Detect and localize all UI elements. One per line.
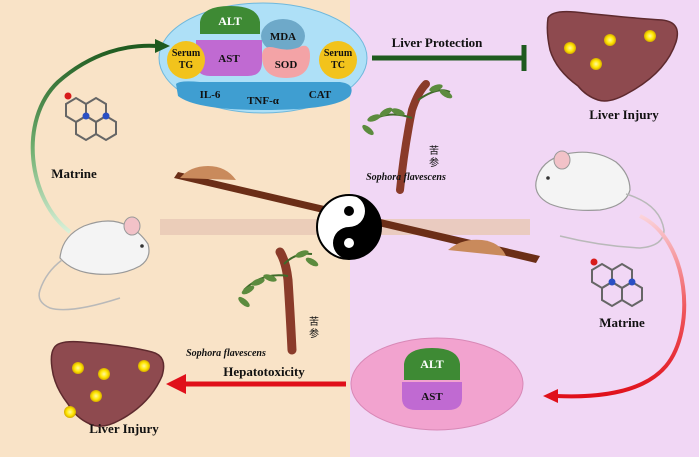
mouse-tail <box>559 193 665 249</box>
ast-bottom-shape <box>402 382 462 410</box>
kushen-char-2-right: 参 <box>429 156 439 169</box>
serum-tg-label-2: TG <box>179 60 194 71</box>
biomarker-panel: ALT AST MDA SOD Serum TG Serum TC IL-6 T… <box>158 2 368 114</box>
mouse-ear <box>553 150 571 170</box>
nitrogen-atom <box>102 112 110 120</box>
liver-injury-right-label: Liver Injury <box>589 107 659 122</box>
kushen-char-2-left: 参 <box>309 327 319 340</box>
mouse-ear <box>123 216 141 236</box>
ast-bottom-label: AST <box>421 391 443 403</box>
alt-shape <box>200 6 260 34</box>
liver-injury-left <box>50 340 165 427</box>
oxygen-atom <box>64 92 72 100</box>
kushen-char-1-right: 苦 <box>429 144 439 157</box>
matrine-left-label: Matrine <box>51 166 97 181</box>
mouse-body <box>59 220 150 275</box>
plant-leaf <box>379 107 393 117</box>
plant-root <box>275 247 297 355</box>
ast-label: AST <box>218 53 240 65</box>
sod-label: SOD <box>275 59 298 71</box>
mda-label: MDA <box>270 31 296 43</box>
nitrogen-atom <box>82 112 90 120</box>
plant-leaf <box>263 274 277 282</box>
liver-injury-right <box>546 10 679 102</box>
green-arrowhead <box>155 39 170 53</box>
plant-root <box>396 80 430 194</box>
mouse-eye <box>140 244 144 248</box>
red-arrowhead <box>543 389 558 403</box>
liver-protection-label: Liver Protection <box>392 35 484 50</box>
lesion-dot <box>64 406 76 418</box>
yin-yang-icon <box>316 194 382 260</box>
powder-pile-right <box>448 239 506 256</box>
hepatotoxicity-label: Hepatotoxicity <box>223 364 305 379</box>
alt-ast-panel: ALT AST <box>350 337 524 431</box>
plant-leaf <box>295 250 309 258</box>
serum-tc-label-2: TC <box>331 60 345 71</box>
sophora-right-label: Sophora flavescens <box>366 172 446 183</box>
sod-shape <box>262 45 310 78</box>
alt-bottom-shape <box>404 348 460 380</box>
lesion-dot <box>138 360 150 372</box>
liver-injury-left-label: Liver Injury <box>89 421 159 436</box>
serum-tc-label-1: Serum <box>324 48 353 59</box>
sophora-plant-right <box>362 80 453 194</box>
plant-leaf <box>391 108 405 116</box>
plant-leaf <box>429 84 443 92</box>
lesion-dot <box>564 42 576 54</box>
lesion-dot <box>90 390 102 402</box>
lesion-dot <box>72 362 84 374</box>
powder-pile-left <box>180 166 236 180</box>
alt-label: ALT <box>218 14 242 28</box>
serum-tg-label-1: Serum <box>172 48 201 59</box>
lesion-dot <box>98 368 110 380</box>
matrine-right-label: Matrine <box>599 315 645 330</box>
oxygen-atom <box>590 258 598 266</box>
plant-leaf <box>251 278 265 286</box>
sophora-plant-left <box>238 247 319 355</box>
serum-tg-shape <box>167 41 205 79</box>
plant-leaf <box>367 114 381 122</box>
alt-bottom-label: ALT <box>420 357 444 371</box>
il6-label: IL-6 <box>200 89 221 101</box>
mouse-eye <box>546 176 550 180</box>
mouse-left <box>38 216 150 311</box>
serum-tc-shape <box>319 41 357 79</box>
lesion-dot <box>590 58 602 70</box>
nitrogen-atom <box>608 278 616 286</box>
plant-leaf <box>238 296 250 308</box>
plant-leaf <box>439 89 453 99</box>
lesion-dot <box>604 34 616 46</box>
sophora-left-label: Sophora flavescens <box>186 348 266 359</box>
tnf-label: TNF-α <box>247 95 280 107</box>
plant-leaf <box>362 124 374 136</box>
plant-leaf <box>241 285 255 295</box>
hepatotoxicity-arrowhead <box>166 374 186 394</box>
red-curved-arrow <box>555 214 687 399</box>
cytokine-band <box>176 81 352 110</box>
mouse-right <box>535 150 665 249</box>
plant-leaf <box>305 257 319 267</box>
mouse-tail <box>38 259 121 311</box>
green-curved-arrow <box>30 43 159 234</box>
ast-shape <box>196 40 262 76</box>
cat-label: CAT <box>309 89 332 101</box>
nitrogen-atom <box>628 278 636 286</box>
mda-shape <box>261 19 305 53</box>
kushen-char-1-left: 苦 <box>309 315 319 328</box>
lesion-dot <box>644 30 656 42</box>
